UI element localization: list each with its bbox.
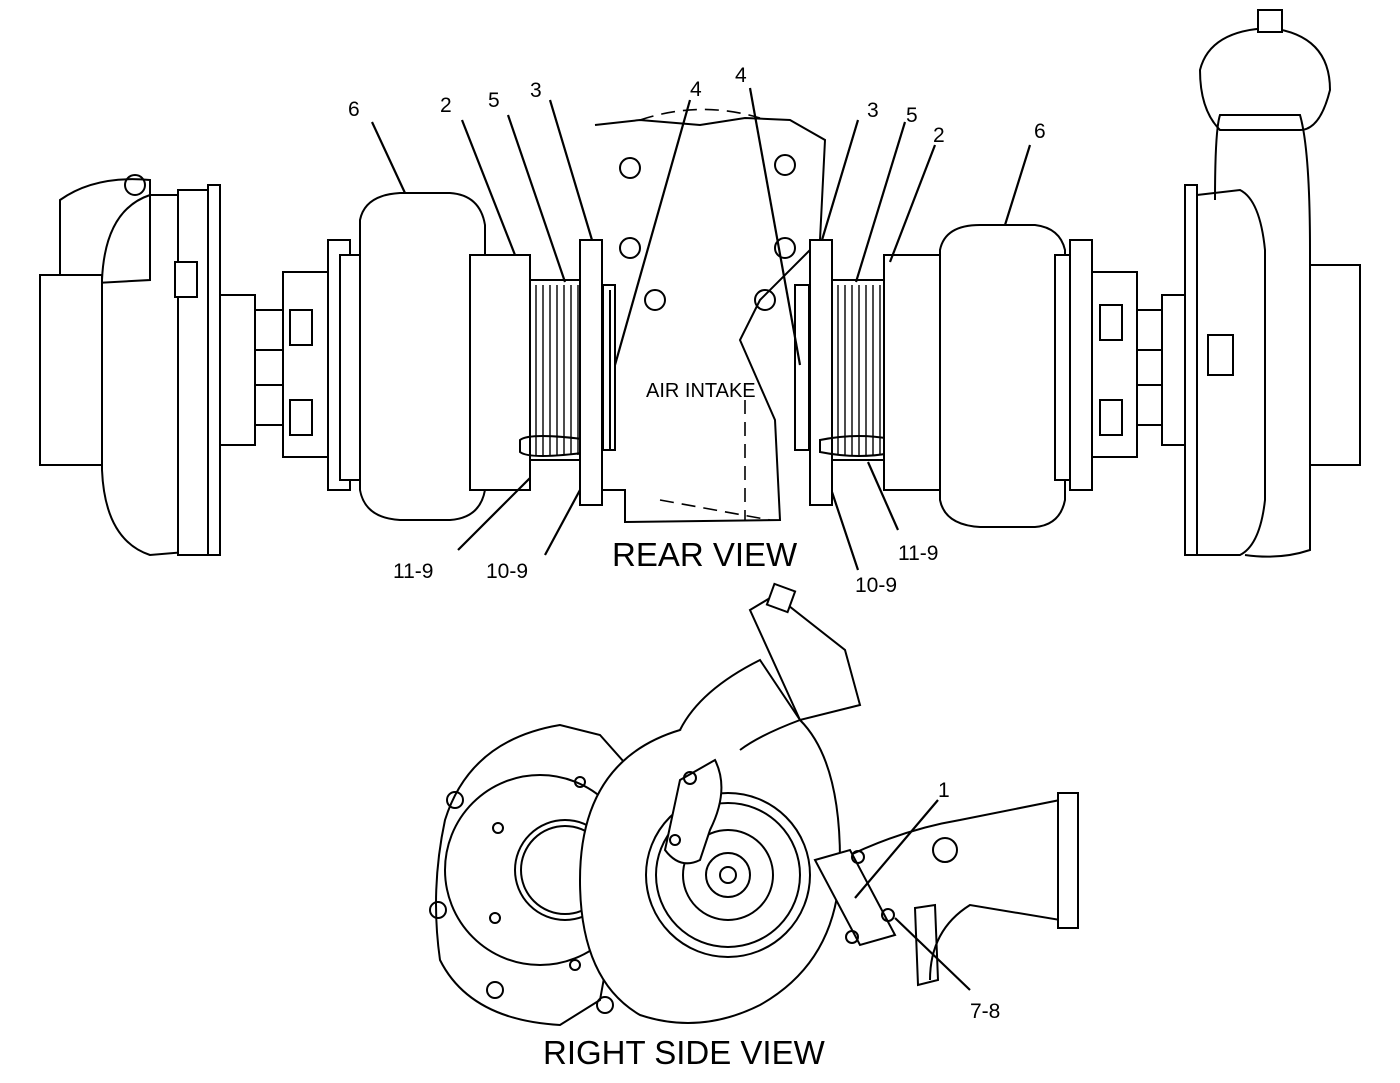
air-intake-label: AIR INTAKE — [646, 380, 756, 402]
callout-left-2: 2 — [440, 94, 452, 117]
right-side-view: 1 7-8 RIGHT SIDE VIEW — [429, 582, 1079, 1071]
callout-right-6: 6 — [1034, 120, 1046, 143]
rear-leader-lines — [371, 87, 1032, 571]
callout-side-1: 1 — [938, 779, 950, 802]
callout-side-7-8: 7-8 — [970, 1000, 1000, 1023]
callout-right-3: 3 — [867, 99, 879, 122]
callout-left-4: 4 — [690, 78, 702, 101]
right-side-view-title: RIGHT SIDE VIEW — [543, 1034, 826, 1071]
callout-right-10-9: 10-9 — [855, 574, 897, 597]
air-intake-housing — [594, 108, 827, 524]
callout-left-10-9: 10-9 — [486, 560, 528, 583]
rear-view-title: REAR VIEW — [612, 536, 798, 573]
callout-left-5: 5 — [488, 89, 500, 112]
callout-right-11-9: 11-9 — [898, 542, 938, 565]
callout-left-11-9: 11-9 — [393, 560, 433, 583]
callout-right-5: 5 — [906, 104, 918, 127]
callout-right-2: 2 — [933, 124, 945, 147]
right-turbocharger — [794, 9, 1361, 558]
left-turbocharger — [39, 174, 616, 557]
callout-right-4: 4 — [735, 64, 747, 87]
callout-left-3: 3 — [530, 79, 542, 102]
callout-left-6: 6 — [348, 98, 360, 121]
rear-view: AIR INTAKE 6 2 5 3 4 11-9 10-9 4 3 5 — [39, 9, 1361, 597]
